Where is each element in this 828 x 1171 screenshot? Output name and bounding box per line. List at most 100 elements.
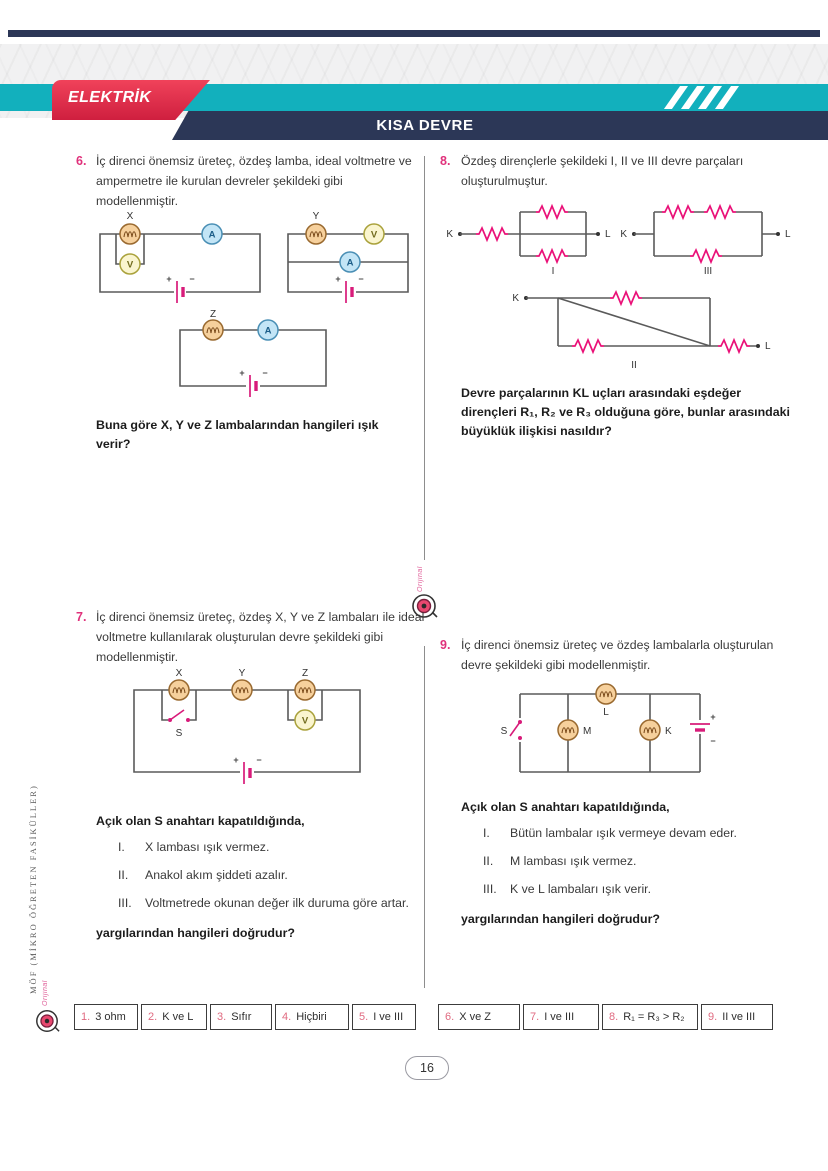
page-number: 16 (405, 1056, 449, 1080)
question-8-number: 8. (440, 154, 451, 168)
svg-text:+: + (239, 368, 244, 378)
question-7-prompt: yargılarından hangileri doğrudur? (96, 926, 295, 940)
lamp-z-label: Z (210, 309, 216, 320)
circuit-part-2-diagram: K L II (512, 289, 771, 371)
circuit-part-3-label: III (704, 266, 712, 277)
question-7-lead: Açık olan S anahtarı kapatıldığında, (96, 814, 305, 828)
resistor-icon (536, 247, 568, 265)
q9-item-2: II. M lambası ışık vermez. (483, 854, 793, 870)
ammeter-icon: A (339, 251, 361, 273)
answer-cell-4: 4. Hiçbiri (275, 1004, 349, 1030)
lamp-icon (639, 719, 661, 741)
q7-item-2-numeral: II. (118, 868, 129, 882)
battery-icon: + − (166, 274, 195, 303)
sidebar-series-label: MÖF (MİKRO ÖĞRETEN FASİKÜLLER) (28, 784, 38, 994)
lamp-icon (202, 319, 224, 341)
resistor-icon (610, 289, 642, 307)
lamp-icon (294, 679, 316, 701)
lamp-icon (231, 679, 253, 701)
page-number-value: 16 (420, 1061, 434, 1075)
svg-text:V: V (127, 260, 134, 271)
answer-cell-5: 5. I ve III (352, 1004, 416, 1030)
answer-cell-3: 3. Sıfır (210, 1004, 272, 1030)
q7-item-1: I. X lambası ışık vermez. (118, 840, 418, 856)
resistor-icon (536, 203, 568, 221)
q9-item-2-text: M lambası ışık vermez. (510, 854, 637, 868)
resistor-icon (572, 337, 604, 355)
unit-label: ELEKTRİK (68, 89, 152, 106)
circuit-part-1-diagram: K L I (446, 203, 611, 277)
column-divider (424, 646, 425, 988)
circuit-x-diagram: + − X A V (99, 211, 261, 303)
terminal-dot (756, 344, 760, 348)
answer-cell-7: 7. I ve III (523, 1004, 599, 1030)
switch-s-label: S (176, 728, 183, 739)
ammeter-icon: A (201, 223, 223, 245)
circuit-q7-diagram: S + − X Y Z V (133, 668, 361, 784)
question-7-number: 7. (76, 610, 87, 624)
switch-icon (509, 720, 522, 740)
lamp-y-label: Y (313, 211, 320, 222)
lamp-icon (168, 679, 190, 701)
q7-item-1-text: X lambası ışık vermez. (145, 840, 270, 854)
svg-text:+: + (233, 755, 238, 765)
brand-logo-icon (36, 1010, 60, 1032)
svg-text:+: + (166, 274, 171, 284)
lamp-y-label: Y (239, 668, 246, 679)
top-border-bar (8, 30, 820, 37)
terminal-dot (776, 232, 780, 236)
answer-cell-1: 1. 3 ohm (74, 1004, 138, 1030)
q7-item-2: II. Anakol akım şiddeti azalır. (118, 868, 418, 884)
wire (287, 233, 409, 293)
svg-text:V: V (302, 716, 309, 727)
resistor-icon (690, 247, 722, 265)
answer-7-number: 7. (530, 1011, 540, 1023)
terminal-l-label: L (765, 341, 771, 352)
wire (99, 233, 261, 293)
answer-6-number: 6. (445, 1011, 455, 1023)
resistor-icon (718, 337, 750, 355)
answer-4-text: Hiçbiri (296, 1011, 327, 1023)
terminal-k-label: K (620, 229, 627, 240)
voltmeter-icon: V (119, 253, 141, 275)
svg-text:A: A (265, 326, 272, 337)
circuit-q9-diagram: S M L K + − (501, 683, 716, 773)
circuit-z-diagram: + − Z A (179, 309, 327, 397)
ammeter-icon: A (257, 319, 279, 341)
q9-item-3-text: K ve L lambaları ışık verir. (510, 882, 652, 896)
question-6-text: İç direnci önemsiz üreteç, özdeş lamba, … (96, 154, 412, 208)
battery-icon: + − (335, 274, 364, 303)
q9-item-1-text: Bütün lambalar ışık vermeye devam eder. (510, 826, 737, 840)
q7-item-2-text: Anakol akım şiddeti azalır. (145, 868, 288, 882)
q7-item-3: III. Voltmetrede okunan değer ilk duruma… (118, 896, 428, 912)
resistor-icon (662, 203, 694, 221)
brand-script: Orijinal (417, 566, 424, 592)
battery-icon: + − (690, 712, 716, 746)
question-6-prompt: Buna göre X, Y ve Z lambalarından hangil… (96, 418, 379, 452)
wire (526, 297, 758, 347)
question-8-text: Özdeş dirençlerle şekildeki I, II ve III… (461, 154, 744, 188)
question-9-prompt: yargılarından hangileri doğrudur? (461, 912, 660, 926)
answer-cell-9: 9. II ve III (701, 1004, 773, 1030)
answer-cell-6: 6. X ve Z (438, 1004, 520, 1030)
q9-item-2-numeral: II. (483, 854, 494, 868)
answer-3-text: Sıfır (231, 1011, 252, 1023)
q9-item-1: I. Bütün lambalar ışık vermeye devam ede… (483, 826, 793, 842)
answer-1-number: 1. (81, 1011, 91, 1023)
question-9-lead: Açık olan S anahtarı kapatıldığında, (461, 800, 670, 814)
answer-1-text: 3 ohm (95, 1011, 126, 1023)
circuit-part-1-label: I (552, 266, 555, 277)
voltmeter-icon: V (294, 709, 316, 731)
answer-2-number: 2. (148, 1011, 158, 1023)
svg-text:+: + (335, 274, 340, 284)
wire (520, 693, 700, 773)
terminal-k-label: K (512, 293, 519, 304)
lamp-k-label: K (665, 726, 672, 737)
wire (557, 297, 711, 347)
terminal-dot (596, 232, 600, 236)
circuit-y-diagram: + − Y V A (287, 211, 409, 303)
svg-text:V: V (371, 230, 378, 241)
lamp-icon (557, 719, 579, 741)
q9-item-3: III. K ve L lambaları ışık verir. (483, 882, 793, 898)
